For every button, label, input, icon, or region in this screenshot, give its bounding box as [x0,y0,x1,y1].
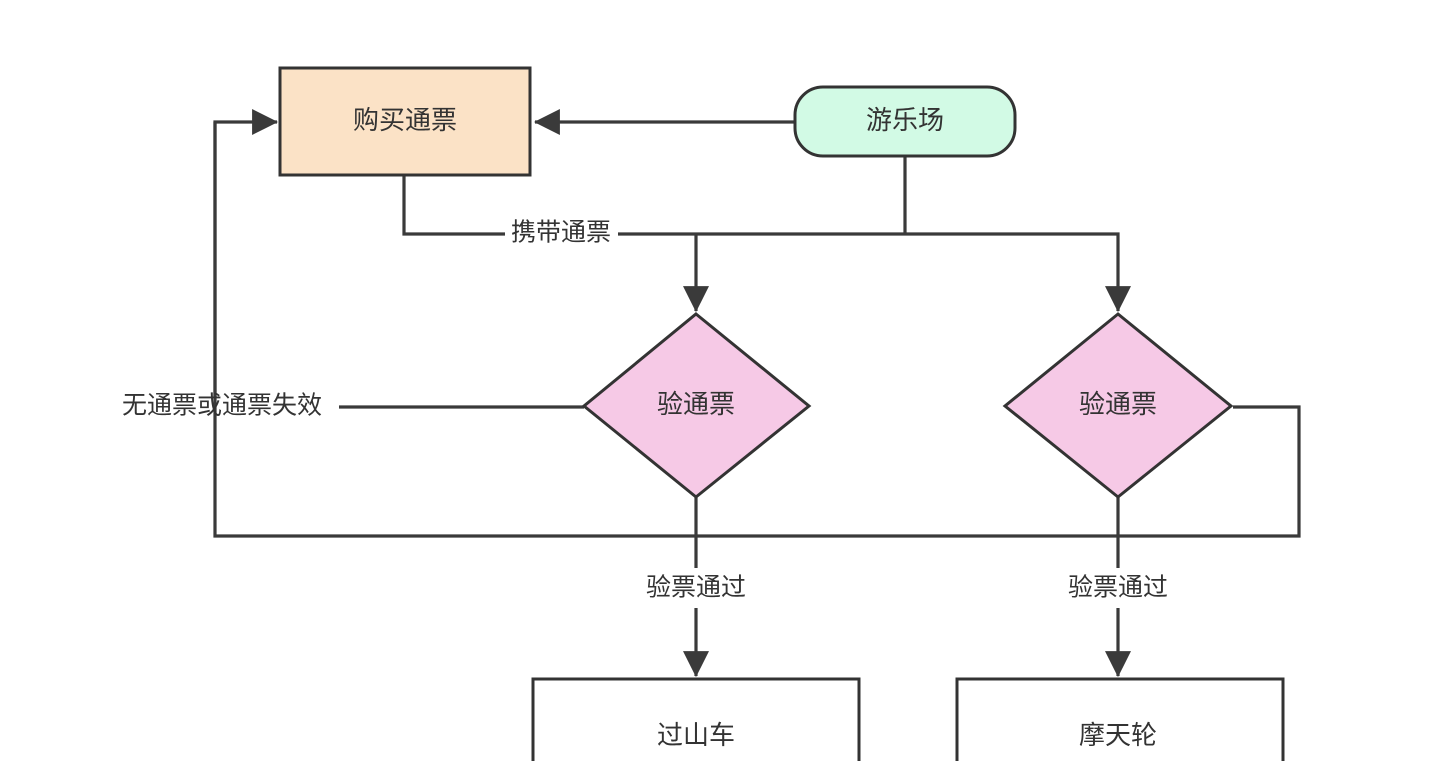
edge-to-right-check [905,232,1131,313]
buy-ticket-node [278,66,532,177]
edge-fail-return [213,109,279,417]
pass-right-label: 验票通过 [1068,573,1168,602]
ferris-wheel-node [955,677,1285,761]
edge-right-fail [213,405,1301,538]
park-start-node [793,85,1017,158]
check-ticket-right-label: 验通票 [1079,390,1157,420]
edge-buy-to-junction [402,176,505,236]
no-ticket-label: 无通票或通票失效 [122,391,322,420]
buy-ticket-label: 购买通票 [353,106,457,136]
pass-left-label: 验票通过 [646,573,746,602]
check-ticket-left-node [581,312,812,499]
carry-ticket-label: 携带通票 [511,218,611,247]
roller-coaster-node [531,677,861,761]
check-ticket-right-node [1002,312,1234,499]
park-label: 游乐场 [866,106,944,136]
roller-coaster-label: 过山车 [657,721,735,751]
check-ticket-left-label: 验通票 [657,390,735,420]
ferris-wheel-label: 摩天轮 [1079,721,1157,751]
